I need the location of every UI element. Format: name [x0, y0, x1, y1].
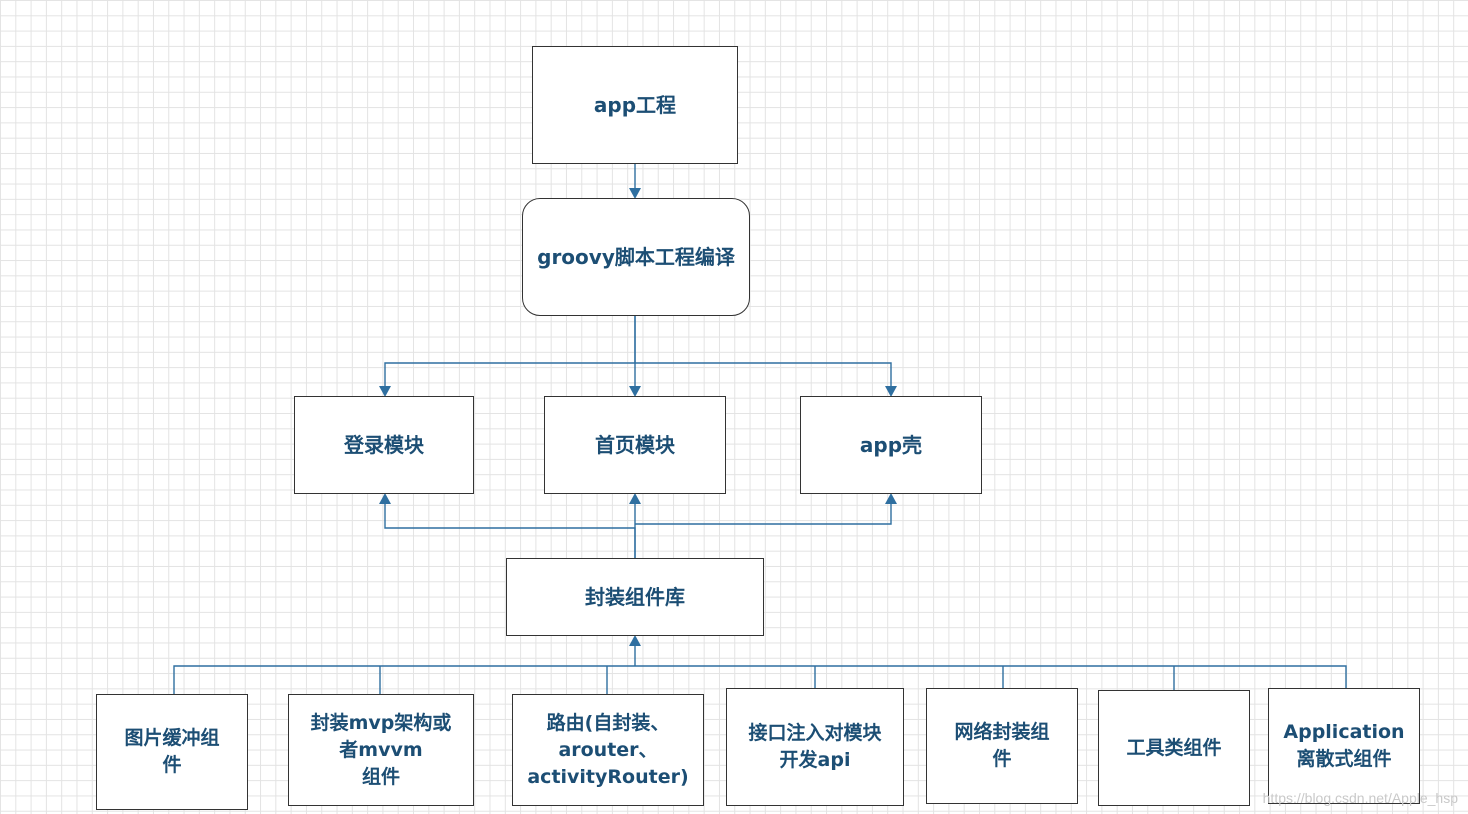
node-label: groovy脚本工程编译	[537, 244, 735, 269]
node-application-component[interactable]: Application 离散式组件	[1268, 688, 1420, 804]
node-app-project[interactable]: app工程	[532, 46, 738, 164]
node-network-component[interactable]: 网络封装组 件	[926, 688, 1078, 804]
edge-lib-login	[384, 500, 636, 559]
node-label: 网络封装组 件	[954, 721, 1050, 770]
node-label: 封装组件库	[585, 584, 685, 609]
arrowhead	[629, 493, 641, 504]
arrowhead	[629, 635, 641, 646]
node-label: 路由(自封装、 arouter、 activityRouter)	[527, 711, 689, 788]
node-label: 首页模块	[595, 432, 675, 457]
edge-components-lib	[173, 665, 1347, 695]
node-label: Application 离散式组件	[1283, 721, 1405, 770]
node-home-module[interactable]: 首页模块	[544, 396, 726, 494]
arrowhead	[379, 493, 391, 504]
node-app-shell[interactable]: app壳	[800, 396, 982, 494]
node-router-component[interactable]: 路由(自封装、 arouter、 activityRouter)	[512, 694, 704, 806]
node-label: app工程	[593, 92, 677, 117]
arrowhead	[379, 386, 391, 397]
arrowhead	[885, 493, 897, 504]
node-label: 接口注入对模块 开发api	[748, 722, 882, 771]
node-label: 封装mvp架构或 者mvvm 组件	[310, 711, 452, 788]
edge-groovy-login	[384, 316, 636, 390]
watermark-text: https://blog.csdn.net/Apple_hsp	[1262, 790, 1458, 806]
node-tools-component[interactable]: 工具类组件	[1098, 690, 1250, 806]
node-mvp-component[interactable]: 封装mvp架构或 者mvvm 组件	[288, 694, 474, 806]
node-login-module[interactable]: 登录模块	[294, 396, 474, 494]
node-label: 图片缓冲组 件	[124, 727, 220, 776]
node-label: 工具类组件	[1126, 736, 1222, 759]
arrowhead	[629, 188, 641, 199]
node-interface-injection[interactable]: 接口注入对模块 开发api	[726, 688, 904, 806]
arrowhead	[885, 386, 897, 397]
node-image-cache-component[interactable]: 图片缓冲组 件	[96, 694, 248, 810]
node-label: app壳	[859, 432, 923, 457]
edge-groovy-shell	[635, 362, 892, 390]
node-groovy-build[interactable]: groovy脚本工程编译	[522, 198, 750, 316]
edge-lib-shell	[635, 500, 892, 525]
node-component-library[interactable]: 封装组件库	[506, 558, 764, 636]
node-label: 登录模块	[344, 432, 424, 457]
arrowhead	[629, 386, 641, 397]
